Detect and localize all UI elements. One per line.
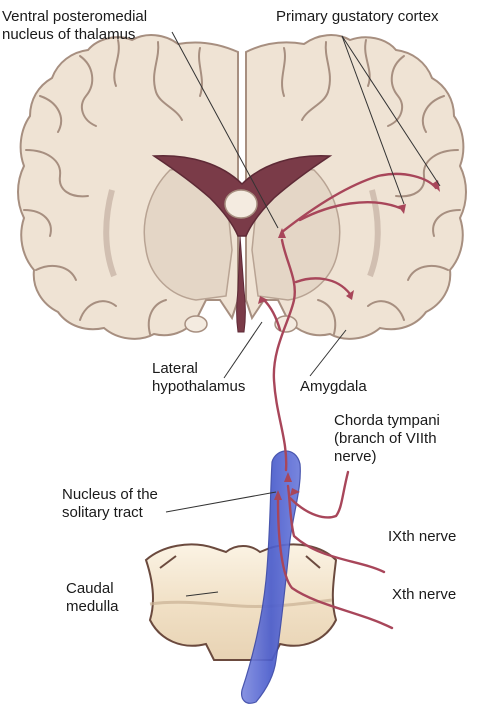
label-ventral-posteromedial-nucleus: Ventral posteromedial nucleus of thalamu… <box>2 8 147 44</box>
amygdala-line1: Amygdala <box>300 378 367 396</box>
chorda-tympani-line1: Chorda tympani <box>334 412 440 430</box>
label-chorda-tympani: Chorda tympani (branch of VIIth nerve) <box>334 412 440 466</box>
vpm-line2: nucleus of thalamus <box>2 26 147 44</box>
ninth-nerve-line1: IXth nerve <box>388 528 456 546</box>
thalamus <box>225 190 257 218</box>
caudal-medulla-section <box>146 544 336 660</box>
label-ninth-nerve: IXth nerve <box>388 528 456 546</box>
tenth-nerve-line1: Xth nerve <box>392 586 456 604</box>
nucleus-solitary-line2: solitary tract <box>62 504 158 522</box>
label-tenth-nerve: Xth nerve <box>392 586 456 604</box>
label-amygdala: Amygdala <box>300 378 367 396</box>
caudal-medulla-line2: medulla <box>66 598 119 616</box>
gustatory-cortex-line1: Primary gustatory cortex <box>276 8 439 26</box>
label-primary-gustatory-cortex: Primary gustatory cortex <box>276 8 439 26</box>
nucleus-solitary-line1: Nucleus of the <box>62 486 158 504</box>
chorda-tympani-line2: (branch of VIIth <box>334 430 440 448</box>
label-lateral-hypothalamus: Lateral hypothalamus <box>152 360 245 396</box>
caudal-medulla-line1: Caudal <box>66 580 119 598</box>
brain-coronal-section <box>18 35 466 339</box>
lateral-hypothalamus-line2: hypothalamus <box>152 378 245 396</box>
label-caudal-medulla: Caudal medulla <box>66 580 119 616</box>
label-nucleus-solitary-tract: Nucleus of the solitary tract <box>62 486 158 522</box>
chorda-tympani-line3: nerve) <box>334 448 440 466</box>
lateral-hypothalamus-line1: Lateral <box>152 360 245 378</box>
left-amygdala-shape <box>185 316 207 332</box>
vpm-line1: Ventral posteromedial <box>2 8 147 26</box>
